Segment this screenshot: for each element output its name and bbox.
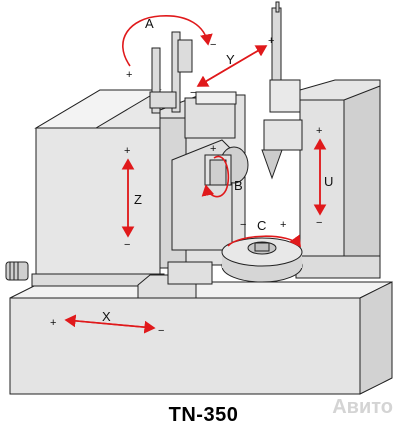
axis-label-b: B xyxy=(234,178,243,193)
motion-arrows xyxy=(64,15,327,334)
top-rods xyxy=(149,31,193,114)
right-column xyxy=(261,1,381,279)
u-minus-sign: − xyxy=(316,217,322,229)
side-knob xyxy=(5,261,29,281)
watermark-logo: Авито xyxy=(332,396,393,418)
machine-base xyxy=(9,281,393,395)
a-minus-sign: − xyxy=(210,39,216,51)
c-minus-sign: − xyxy=(240,219,246,231)
y-plus-sign: + xyxy=(268,35,274,47)
c-axis-arrow xyxy=(227,234,301,248)
axis-label-c: C xyxy=(257,218,266,233)
lower-blocks xyxy=(137,261,213,299)
y-minus-sign: − xyxy=(190,87,196,99)
a-axis-arrow xyxy=(122,15,213,67)
spindle-slide xyxy=(159,91,246,269)
z-minus-sign: − xyxy=(124,239,130,251)
b-axis-arrow xyxy=(201,155,230,198)
axis-label-u: U xyxy=(324,174,333,189)
x-plus-sign: + xyxy=(50,317,56,329)
axis-label-a: A xyxy=(145,16,154,31)
a-plus-sign: + xyxy=(126,69,132,81)
tool-head xyxy=(204,146,249,186)
u-plus-sign: + xyxy=(316,125,322,137)
axis-label-y: Y xyxy=(226,52,235,67)
axis-label-z: Z xyxy=(134,192,142,207)
x-minus-sign: − xyxy=(158,325,164,337)
b-plus-sign: + xyxy=(210,143,216,155)
axis-label-x: X xyxy=(102,309,111,324)
rotary-table xyxy=(221,237,303,283)
left-column xyxy=(31,89,165,287)
z-plus-sign: + xyxy=(124,145,130,157)
model-title: TN-350 xyxy=(168,404,239,426)
c-plus-sign: + xyxy=(280,219,286,231)
